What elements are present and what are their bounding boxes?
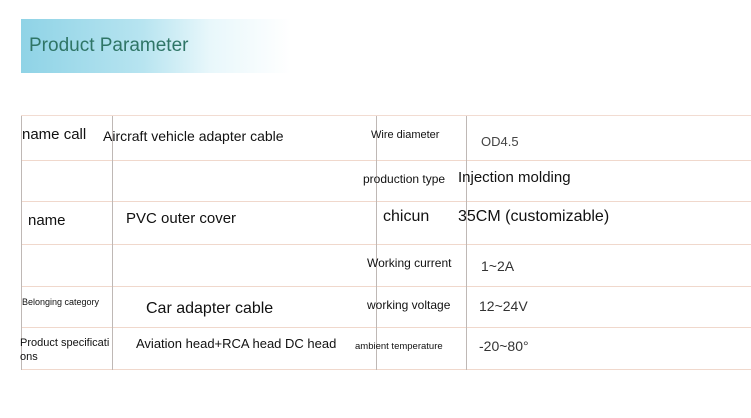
column-divider [376, 116, 377, 370]
label-working-voltage: working voltage [367, 298, 451, 312]
label-production-type: production type [363, 172, 446, 186]
value-working-current: 1~2A [481, 258, 515, 274]
label-product-specifications: Product specifications [20, 337, 110, 363]
row-divider [21, 286, 751, 287]
row-divider [21, 160, 751, 161]
row-divider [21, 244, 751, 245]
column-divider [21, 116, 22, 370]
label-name-call: name call [22, 126, 87, 143]
value-product-specifications: Aviation head+RCA head DC head [136, 336, 337, 351]
label-belonging-category: Belonging category [22, 297, 100, 307]
label-working-current: Working current [367, 256, 452, 270]
value-ambient-temperature: -20~80° [479, 338, 529, 354]
column-divider [466, 116, 467, 370]
row-divider [21, 201, 751, 202]
parameter-table: name call Aircraft vehicle adapter cable… [20, 115, 751, 370]
label-ambient-temperature: ambient temperature [355, 341, 443, 352]
label-chicun: chicun [383, 208, 430, 225]
value-name: PVC outer cover [126, 210, 237, 227]
value-chicun: 35CM (customizable) [458, 208, 610, 225]
row-divider [21, 369, 751, 370]
value-belonging-category: Car adapter cable [146, 300, 274, 317]
label-wire-diameter: Wire diameter [371, 129, 440, 141]
section-title: Product Parameter [29, 35, 189, 56]
value-production-type: Injection molding [458, 169, 571, 186]
label-name: name [28, 212, 66, 229]
value-working-voltage: 12~24V [479, 298, 528, 314]
value-wire-diameter: OD4.5 [481, 134, 519, 149]
row-divider [21, 327, 751, 328]
section-header: Product Parameter [21, 19, 291, 73]
column-divider [112, 116, 113, 370]
value-name-call: Aircraft vehicle adapter cable [103, 128, 284, 144]
